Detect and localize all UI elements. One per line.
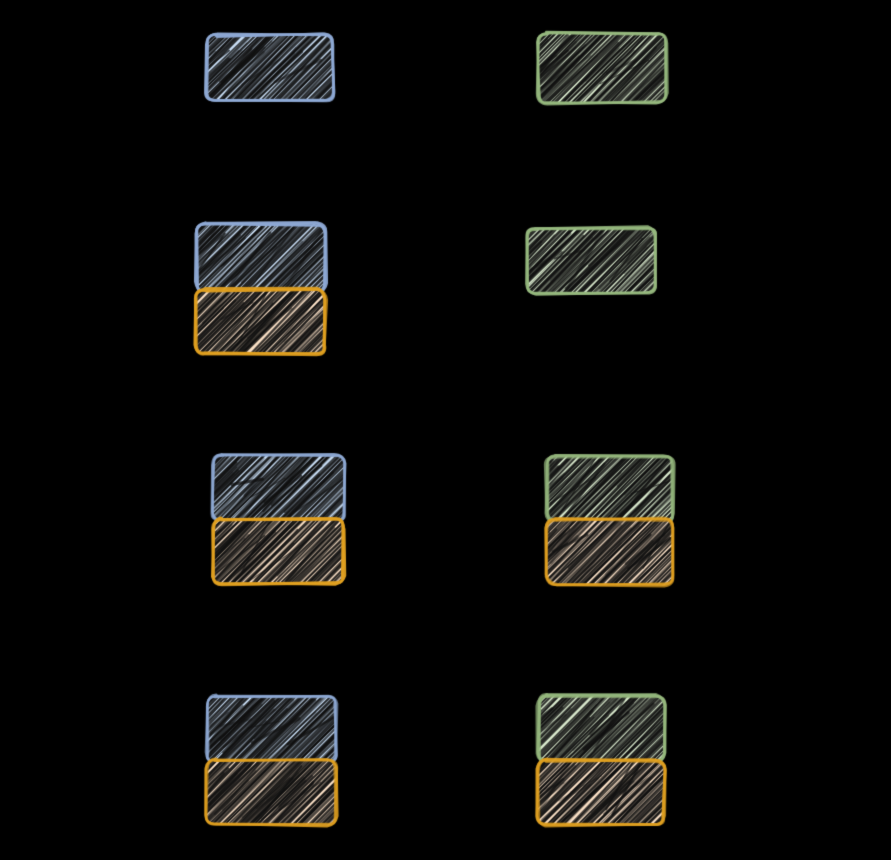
row2-right-green[interactable] — [527, 228, 656, 293]
row4-left-orange[interactable] — [207, 760, 336, 825]
row3-left-orange[interactable] — [213, 519, 344, 584]
row1-right-green[interactable] — [538, 33, 666, 103]
row4-right-orange[interactable] — [538, 760, 664, 825]
row3-right-orange[interactable] — [547, 519, 673, 585]
row3-right-green[interactable] — [547, 456, 673, 522]
row2-left-orange[interactable] — [196, 290, 325, 354]
row2-left-blue[interactable] — [196, 224, 325, 292]
row1-left-blue[interactable] — [207, 35, 333, 101]
row4-left-blue[interactable] — [207, 696, 336, 762]
row4-right-green[interactable] — [538, 696, 664, 762]
row3-left-blue[interactable] — [213, 455, 344, 521]
